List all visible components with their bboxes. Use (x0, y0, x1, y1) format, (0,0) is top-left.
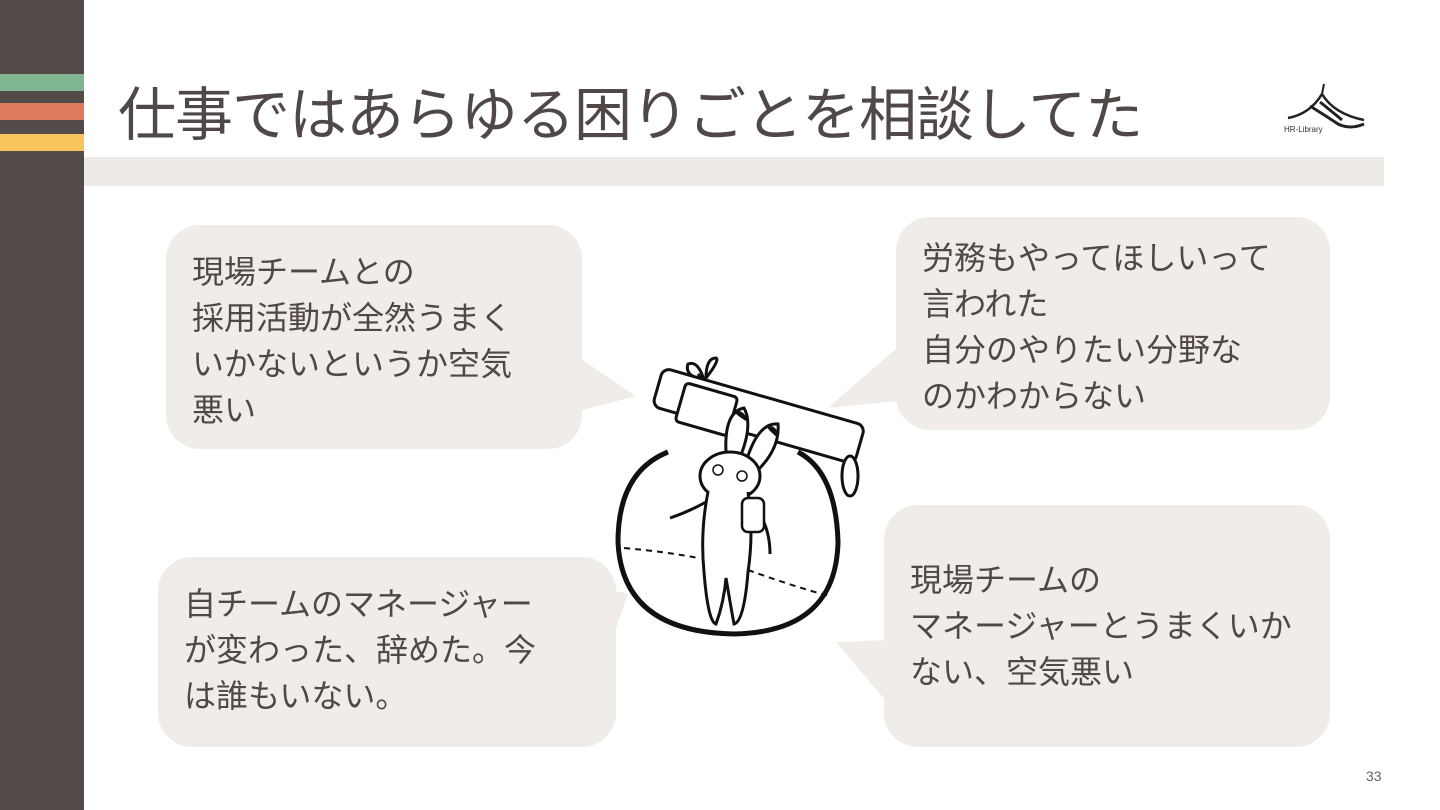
speech-bubble-manager-conflict: 現場チームの マネージャーとうまくいか ない、空気悪い (884, 505, 1330, 747)
bubble-line: 現場チームの (910, 561, 1102, 599)
logo-text: HR-Library (1284, 125, 1323, 134)
bubble-line: 自チームのマネージャー (184, 585, 533, 623)
speech-bubble-labor: 労務もやってほしいって 言われた 自分のやりたい分野な のかわからない (896, 217, 1330, 430)
bubble-line: 労務もやってほしいって (922, 239, 1271, 277)
bubble-line: マネージャーとうまくいか (910, 607, 1292, 645)
orange-stripe (0, 103, 84, 120)
speech-bubble-recruiting: 現場チームとの 採用活動が全然うまく いかないというか空気 悪い (166, 225, 582, 449)
bubble-line: が変わった、辞めた。今 (184, 631, 537, 669)
bubble-line: ない、空気悪い (910, 653, 1135, 691)
bubble-line: いかないというか空気 (192, 345, 513, 383)
bubble-line: 現場チームとの (192, 253, 415, 291)
bubble-line: のかわからない (922, 377, 1147, 415)
yellow-stripe (0, 134, 84, 151)
bubble-line: 採用活動が全然うまく (192, 299, 513, 337)
bubble-line: 言われた (922, 285, 1049, 323)
bubble-line: 悪い (192, 391, 257, 429)
page-number: 33 (1366, 768, 1382, 784)
confused-rabbit-illustration-icon (615, 356, 865, 637)
slide-title: 仕事ではあらゆる困りごとを相談してた (118, 81, 1143, 149)
bubble-line: は誰もいない。 (184, 677, 408, 715)
title-underline-band (84, 157, 1384, 186)
speech-bubble-manager-left: 自チームのマネージャー が変わった、辞めた。今 は誰もいない。 (158, 557, 616, 747)
green-stripe (0, 74, 84, 91)
bubble-line: 自分のやりたい分野な (922, 331, 1243, 369)
hr-library-logo-icon (1287, 83, 1365, 129)
